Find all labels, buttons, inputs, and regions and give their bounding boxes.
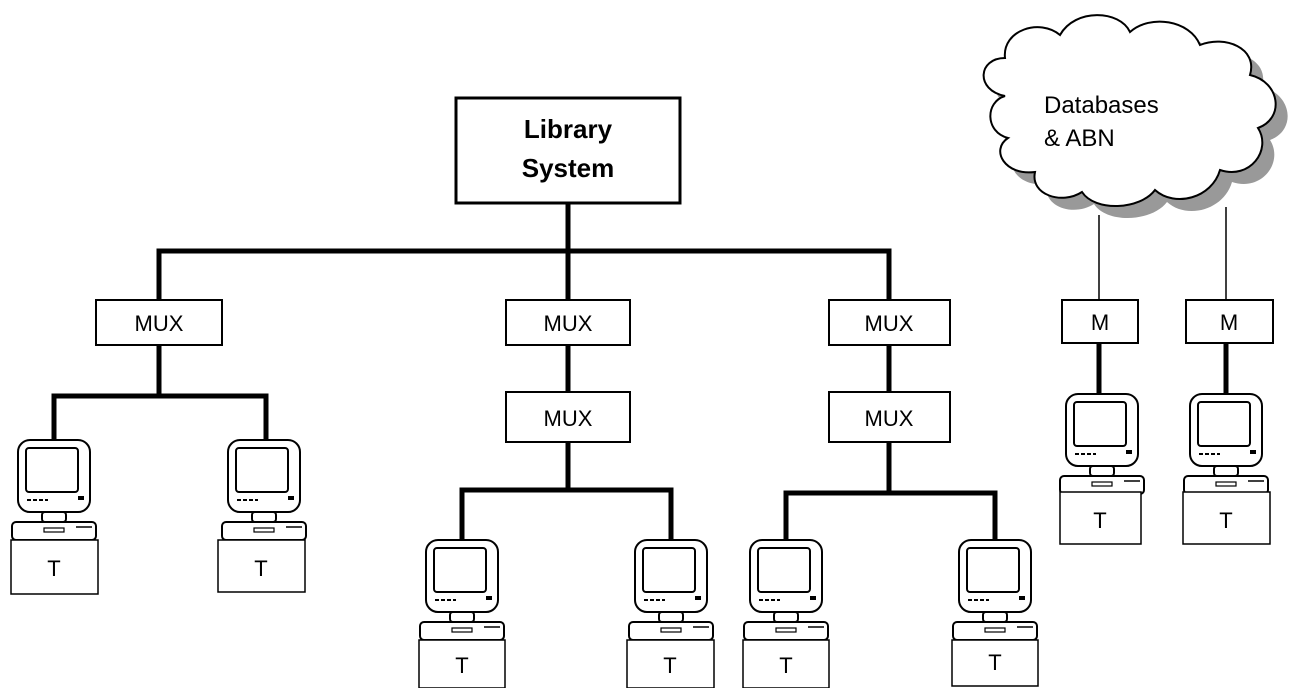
mux-label: MUX	[135, 311, 184, 336]
terminal-label: T	[1093, 508, 1106, 533]
terminal-label: T	[988, 650, 1001, 675]
computer-terminal-icon	[11, 439, 97, 541]
cloud-label-line1: Databases	[1044, 92, 1159, 119]
computer-terminal-icon	[1183, 393, 1269, 495]
terminal-label: T	[47, 556, 60, 581]
terminal-node: T	[418, 539, 506, 688]
terminal-label: T	[254, 556, 267, 581]
system-label-line2: System	[522, 153, 615, 183]
terminal-node: T	[742, 539, 830, 688]
mux-label: MUX	[865, 311, 914, 336]
cloud-label-line2: & ABN	[1044, 125, 1115, 152]
terminal-node: T	[626, 539, 715, 688]
library-system-node: Library System	[454, 96, 682, 205]
modem-label: M	[1220, 310, 1238, 335]
mux-label: MUX	[544, 311, 593, 336]
cloud-links	[1098, 207, 1227, 300]
mux-node: MUX	[505, 299, 631, 346]
terminal-label: T	[663, 653, 676, 678]
mux-node: MUX	[505, 391, 631, 443]
modem-node: M	[1185, 299, 1274, 344]
terminal-node: T	[1182, 393, 1271, 545]
mux-node: MUX	[828, 391, 951, 443]
modem-label: M	[1091, 310, 1109, 335]
computer-terminal-icon	[743, 539, 829, 641]
computer-terminal-icon	[628, 539, 714, 641]
mux-label: MUX	[865, 406, 914, 431]
terminal-label: T	[779, 653, 792, 678]
computer-terminal-icon	[419, 539, 505, 641]
terminal-node: T	[217, 439, 307, 593]
cloud-icon: Databases & ABN	[982, 14, 1288, 219]
modem-node: M	[1061, 299, 1139, 344]
terminal-node: T	[951, 539, 1039, 687]
terminal-label: T	[1219, 508, 1232, 533]
mux-node: MUX	[95, 299, 223, 346]
computer-terminal-icon	[1059, 393, 1145, 495]
terminal-node: T	[10, 439, 99, 595]
computer-terminal-icon	[952, 539, 1038, 641]
connection-lines	[51, 203, 1229, 540]
system-label-line1: Library	[524, 114, 613, 144]
computer-terminal-icon	[221, 439, 307, 541]
cloud-shape	[982, 14, 1277, 207]
terminal-node: T	[1059, 393, 1145, 545]
mux-node: MUX	[828, 299, 951, 346]
mux-label: MUX	[544, 406, 593, 431]
terminal-label: T	[455, 653, 468, 678]
